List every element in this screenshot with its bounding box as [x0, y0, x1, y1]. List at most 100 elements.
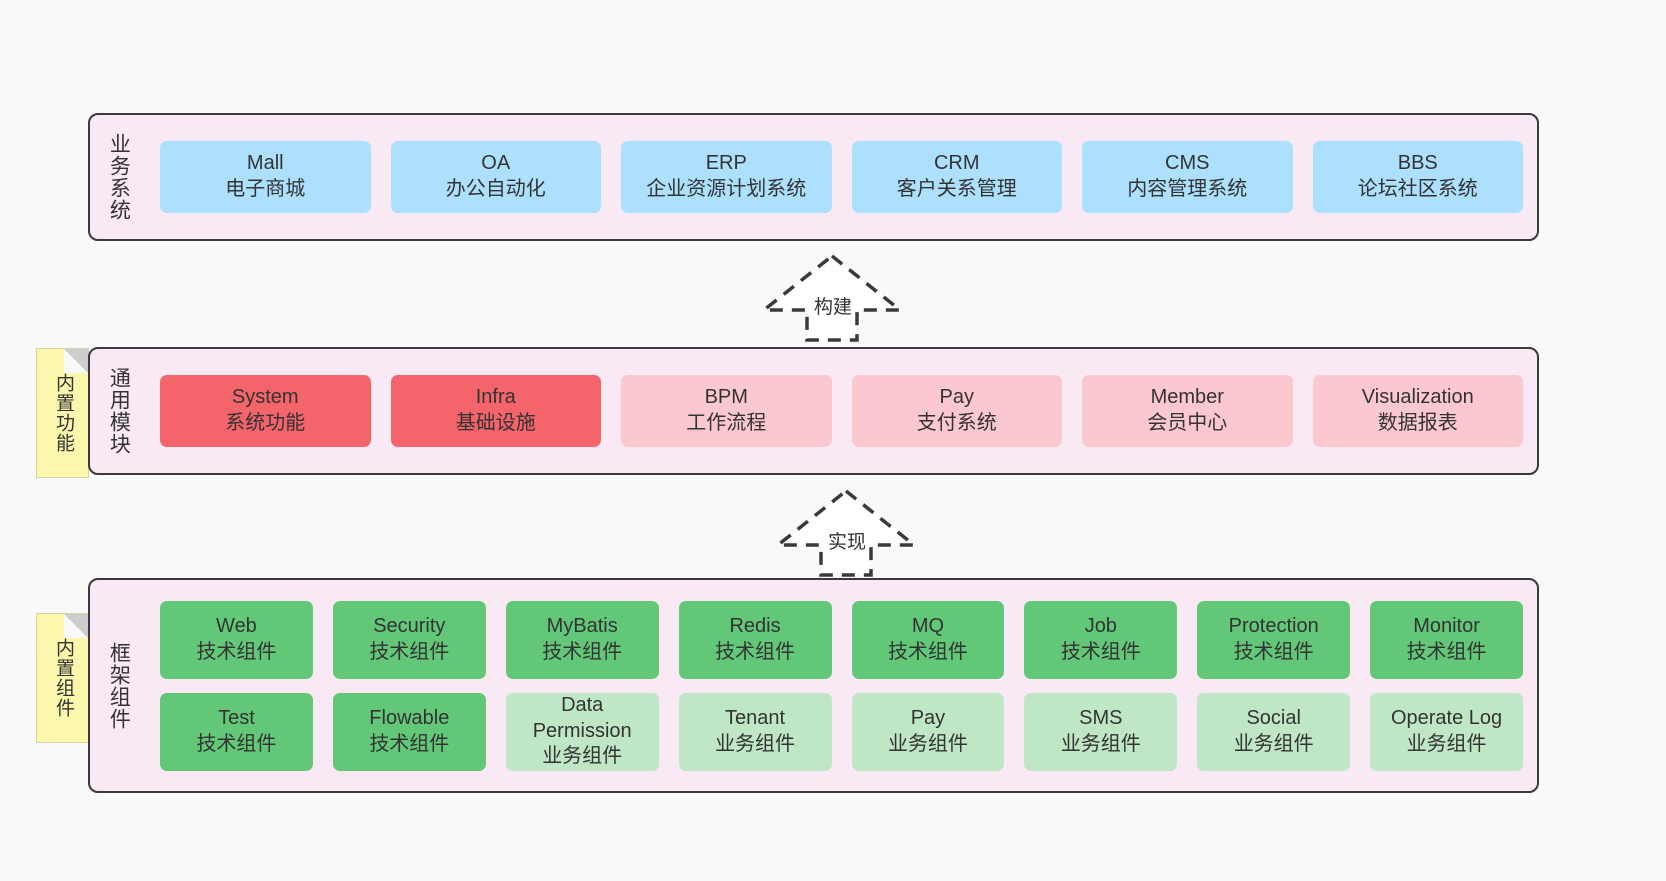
note-label: 内置功能	[52, 373, 74, 453]
node-social[interactable]: Social 业务组件	[1197, 692, 1351, 771]
node-label-cn: 技术组件	[715, 640, 796, 663]
node-label-cn: 技术组件	[1406, 640, 1487, 663]
node-label-en: CRM	[933, 152, 980, 175]
node-bpm[interactable]: BPM 工作流程	[621, 375, 832, 447]
node-label-cn: 支付系统	[916, 412, 997, 434]
node-label-cn: 系统功能	[225, 412, 306, 434]
node-label-en: MQ	[911, 614, 945, 637]
node-label-cn: 技术组件	[542, 640, 623, 663]
layer-framework-component: 框架组件 Web 技术组件 Security 技术组件 MyBatis 技术组件…	[88, 578, 1539, 793]
node-operate-log[interactable]: Operate Log 业务组件	[1370, 692, 1523, 771]
node-label-en: ERP	[705, 152, 747, 175]
node-label-en: Social	[1246, 706, 1301, 729]
node-oa[interactable]: OA 办公自动化	[390, 141, 601, 213]
node-sms[interactable]: SMS 业务组件	[1024, 692, 1178, 771]
node-label-en: Visualization	[1361, 386, 1474, 409]
node-label-en: Job	[1084, 614, 1117, 637]
node-label-en: Monitor	[1413, 614, 1480, 637]
node-label-en: OA	[481, 152, 511, 175]
node-label-en: Infra	[475, 386, 516, 409]
node-label-en: BBS	[1397, 152, 1438, 175]
layer-title-framework-component: 框架组件	[107, 641, 131, 730]
node-label-cn: 技术组件	[196, 640, 277, 663]
node-infra[interactable]: Infra 基础设施	[390, 375, 601, 447]
arrow-implement: 实现	[766, 487, 926, 579]
node-pay-component[interactable]: Pay 业务组件	[851, 692, 1005, 771]
arrow-label-implement: 实现	[828, 532, 867, 553]
node-mybatis[interactable]: MyBatis 技术组件	[505, 600, 659, 679]
node-data-permission[interactable]: Data Permission 业务组件	[505, 692, 659, 771]
layer-body-framework-component: Web 技术组件 Security 技术组件 MyBatis 技术组件 Redi…	[146, 580, 1537, 791]
node-label-cn: 业务组件	[542, 745, 623, 768]
node-label-cn: 会员中心	[1147, 412, 1228, 434]
node-label-en: Flowable	[369, 706, 450, 729]
layer-common-module: 通用模块 System 系统功能 Infra 基础设施 BPM 工作流程 Pay…	[88, 347, 1539, 475]
node-test[interactable]: Test 技术组件	[160, 692, 313, 771]
node-label-en: BPM	[704, 386, 748, 409]
node-label-cn: 工作流程	[686, 412, 767, 434]
node-label-en: Tenant	[725, 706, 786, 729]
node-tenant[interactable]: Tenant 业务组件	[678, 692, 832, 771]
node-label-en: Test	[218, 706, 255, 729]
node-job[interactable]: Job 技术组件	[1024, 600, 1178, 679]
node-erp[interactable]: ERP 企业资源计划系统	[621, 141, 832, 213]
note-builtin-function: 内置功能	[36, 348, 89, 478]
node-row: Test 技术组件 Flowable 技术组件 Data Permission …	[160, 692, 1523, 771]
arrow-build: 构建	[752, 252, 912, 344]
node-bbs[interactable]: BBS 论坛社区系统	[1312, 141, 1523, 213]
node-label-en: System	[231, 386, 299, 409]
node-web[interactable]: Web 技术组件	[160, 600, 313, 679]
node-system[interactable]: System 系统功能	[160, 375, 371, 447]
node-redis[interactable]: Redis 技术组件	[678, 600, 832, 679]
layer-title-business-system: 业务系统	[107, 133, 131, 221]
node-row: Web 技术组件 Security 技术组件 MyBatis 技术组件 Redi…	[160, 600, 1523, 679]
node-visualization[interactable]: Visualization 数据报表	[1312, 375, 1523, 447]
node-monitor[interactable]: Monitor 技术组件	[1370, 600, 1523, 679]
node-member[interactable]: Member 会员中心	[1082, 375, 1293, 447]
node-label-en: Data Permission	[532, 694, 632, 742]
node-row: System 系统功能 Infra 基础设施 BPM 工作流程 Pay 支付系统…	[160, 375, 1523, 447]
arrow-label-build: 构建	[814, 297, 853, 318]
node-label-cn: 电子商城	[225, 178, 306, 200]
node-label-en: Pay	[910, 706, 946, 729]
node-label-en: SMS	[1079, 706, 1123, 729]
layer-body-common-module: System 系统功能 Infra 基础设施 BPM 工作流程 Pay 支付系统…	[146, 349, 1537, 473]
node-label-cn: 技术组件	[369, 640, 450, 663]
node-protection[interactable]: Protection 技术组件	[1197, 600, 1351, 679]
node-mall[interactable]: Mall 电子商城	[160, 141, 371, 213]
node-mq[interactable]: MQ 技术组件	[851, 600, 1005, 679]
node-label-cn: 办公自动化	[445, 178, 546, 200]
note-builtin-component: 内置组件	[36, 613, 89, 743]
node-label-cn: 论坛社区系统	[1357, 178, 1478, 200]
node-label-cn: 技术组件	[887, 640, 968, 663]
node-cms[interactable]: CMS 内容管理系统	[1082, 141, 1293, 213]
node-label-cn: 业务组件	[1233, 732, 1314, 755]
node-label-en: Web	[216, 614, 257, 637]
node-label-en: CMS	[1165, 152, 1210, 175]
node-crm[interactable]: CRM 客户关系管理	[851, 141, 1062, 213]
layer-business-system: 业务系统 Mall 电子商城 OA 办公自动化 ERP 企业资源计划系统 CRM…	[88, 113, 1539, 241]
node-label-en: Security	[373, 614, 446, 637]
node-label-cn: 业务组件	[715, 732, 796, 755]
node-label-cn: 数据报表	[1377, 412, 1458, 434]
node-label-cn: 技术组件	[369, 732, 450, 755]
node-label-en: Operate Log	[1390, 706, 1503, 729]
node-label-cn: 业务组件	[1406, 732, 1487, 755]
node-label-en: Member	[1150, 386, 1224, 409]
node-label-en: Redis	[729, 614, 781, 637]
node-label-cn: 基础设施	[455, 412, 536, 434]
node-row: Mall 电子商城 OA 办公自动化 ERP 企业资源计划系统 CRM 客户关系…	[160, 141, 1523, 213]
note-label: 内置组件	[52, 638, 74, 718]
node-label-cn: 技术组件	[1233, 640, 1314, 663]
node-label-cn: 企业资源计划系统	[646, 178, 807, 200]
node-label-en: Pay	[939, 386, 974, 409]
node-label-cn: 业务组件	[887, 732, 968, 755]
node-flowable[interactable]: Flowable 技术组件	[332, 692, 486, 771]
node-label-en: Mall	[246, 152, 284, 175]
layer-body-business-system: Mall 电子商城 OA 办公自动化 ERP 企业资源计划系统 CRM 客户关系…	[146, 115, 1537, 239]
node-label-cn: 技术组件	[196, 732, 277, 755]
node-security[interactable]: Security 技术组件	[332, 600, 486, 679]
node-pay-module[interactable]: Pay 支付系统	[851, 375, 1062, 447]
node-label-cn: 内容管理系统	[1127, 178, 1248, 200]
